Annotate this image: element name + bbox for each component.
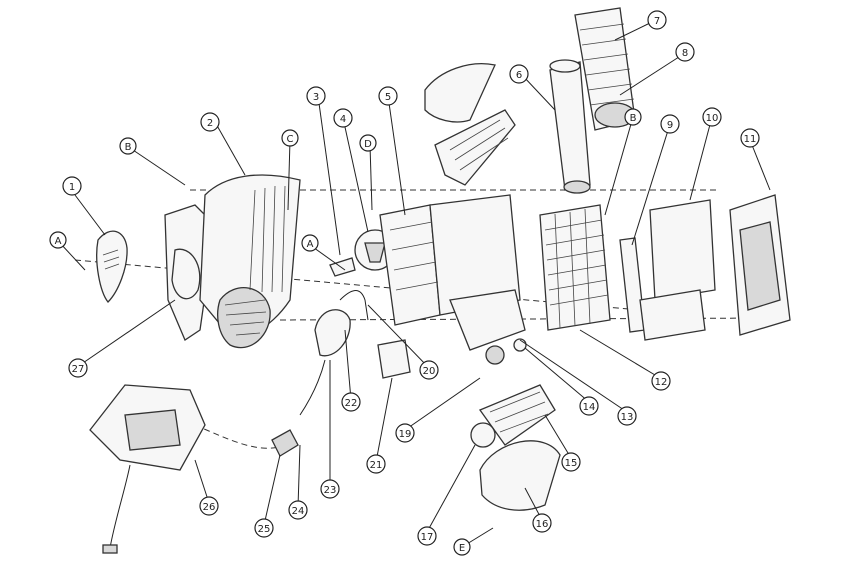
callout-6-label: 6 bbox=[516, 70, 522, 81]
callout-21-label: 21 bbox=[370, 460, 383, 471]
callout-6: 6 bbox=[509, 64, 529, 84]
part-main-hood bbox=[199, 174, 301, 349]
callout-15: 15 bbox=[561, 452, 581, 472]
callout-26: 26 bbox=[199, 496, 219, 516]
callout-27-label: 27 bbox=[72, 364, 85, 375]
callout-11-label: 11 bbox=[744, 134, 757, 145]
fastener-ref-e: E bbox=[453, 538, 471, 556]
callout-8-label: 8 bbox=[682, 48, 688, 59]
callout-9-label: 9 bbox=[667, 120, 673, 131]
part-gear-unit bbox=[354, 229, 396, 271]
part-thin-panel bbox=[619, 237, 646, 333]
part-side-cap bbox=[96, 230, 128, 303]
fastener-ref-e-label: E bbox=[459, 543, 465, 554]
callout-22-label: 22 bbox=[345, 398, 358, 409]
callout-12-label: 12 bbox=[655, 377, 668, 388]
callout-26-label: 26 bbox=[203, 502, 216, 513]
callout-4: 4 bbox=[333, 108, 353, 128]
callout-24: 24 bbox=[288, 500, 308, 520]
part-small-block bbox=[377, 339, 411, 379]
callout-4-label: 4 bbox=[340, 114, 346, 125]
callout-12: 12 bbox=[651, 371, 671, 391]
callout-10-label: 10 bbox=[706, 113, 719, 124]
callout-23-label: 23 bbox=[324, 485, 337, 496]
callout-23: 23 bbox=[320, 479, 340, 499]
fastener-ref-a-left: A bbox=[49, 231, 67, 249]
fastener-ref-a-center: A bbox=[301, 234, 319, 252]
callout-25-label: 25 bbox=[258, 524, 271, 535]
callout-21: 21 bbox=[366, 454, 386, 474]
part-central-body bbox=[379, 194, 521, 326]
part-cable-float bbox=[299, 290, 369, 416]
callout-17: 17 bbox=[417, 526, 437, 546]
fastener-ref-d: D bbox=[359, 134, 377, 152]
callout-16: 16 bbox=[532, 513, 552, 533]
part-lower-track bbox=[470, 384, 561, 511]
part-box-lid bbox=[639, 199, 716, 341]
callout-24-label: 24 bbox=[292, 506, 305, 517]
callout-5: 5 bbox=[378, 86, 398, 106]
part-filter-basket bbox=[539, 204, 611, 331]
callout-7: 7 bbox=[647, 10, 667, 30]
callout-3: 3 bbox=[306, 86, 326, 106]
fastener-ref-b-left: B bbox=[119, 137, 137, 155]
callout-13: 13 bbox=[617, 406, 637, 426]
part-wheel-hub bbox=[449, 289, 527, 365]
callout-13-label: 13 bbox=[621, 412, 634, 423]
fastener-ref-c-label: C bbox=[287, 134, 294, 145]
part-tray bbox=[729, 194, 791, 336]
callout-20: 20 bbox=[419, 360, 439, 380]
callout-22: 22 bbox=[341, 392, 361, 412]
callout-2-label: 2 bbox=[207, 118, 213, 129]
part-connector bbox=[271, 429, 299, 457]
callout-17-label: 17 bbox=[421, 532, 434, 543]
callout-16-label: 16 bbox=[536, 519, 549, 530]
fastener-ref-b-right: B bbox=[624, 108, 642, 126]
callout-1: 1 bbox=[62, 176, 82, 196]
part-bracket bbox=[329, 257, 356, 277]
callout-9: 9 bbox=[660, 114, 680, 134]
fastener-ref-c: C bbox=[281, 129, 299, 147]
callout-5-label: 5 bbox=[385, 92, 391, 103]
callout-3-label: 3 bbox=[313, 92, 319, 103]
callout-10: 10 bbox=[702, 107, 722, 127]
callout-1-label: 1 bbox=[69, 182, 75, 193]
callout-7-label: 7 bbox=[654, 16, 660, 27]
callout-2: 2 bbox=[200, 112, 220, 132]
callout-15-label: 15 bbox=[565, 458, 578, 469]
callout-19: 19 bbox=[395, 423, 415, 443]
callout-14-label: 14 bbox=[583, 402, 596, 413]
fastener-ref-a-center-label: A bbox=[307, 239, 314, 250]
fastener-ref-d-label: D bbox=[364, 139, 372, 150]
callout-11: 11 bbox=[740, 128, 760, 148]
callout-20-label: 20 bbox=[423, 366, 436, 377]
callout-14: 14 bbox=[579, 396, 599, 416]
callout-27: 27 bbox=[68, 358, 88, 378]
fastener-ref-b-left-label: B bbox=[125, 142, 132, 153]
callout-25: 25 bbox=[254, 518, 274, 538]
fastener-ref-a-left-label: A bbox=[55, 236, 62, 247]
part-roller-tube bbox=[549, 59, 591, 194]
part-top-cover bbox=[424, 63, 516, 186]
fastener-ref-b-right-label: B bbox=[630, 113, 637, 124]
part-power-supply bbox=[89, 384, 206, 554]
callout-19-label: 19 bbox=[399, 429, 412, 440]
callout-8: 8 bbox=[675, 42, 695, 62]
